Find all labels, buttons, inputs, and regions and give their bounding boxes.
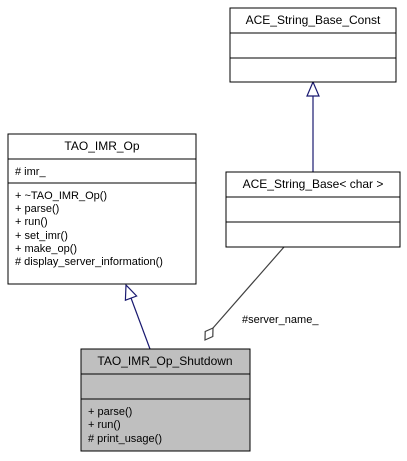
class-box-imr-op: TAO_IMR_Op # imr_ + ~TAO_IMR_Op() + pars… (7, 133, 197, 285)
class-box-imr-op-shutdown: TAO_IMR_Op_Shutdown + parse() + run() # … (80, 348, 251, 452)
class-box-frame (225, 171, 401, 248)
class-name: TAO_IMR_Op (64, 139, 139, 153)
aggregation-diamond (204, 327, 214, 341)
generalization-imr-op-shutdown (124, 283, 151, 350)
aggregation-line (212, 246, 285, 329)
class-name: ACE_String_Base_Const (246, 13, 381, 27)
class-box-frame (80, 348, 251, 452)
class-name: TAO_IMR_Op_Shutdown (97, 354, 232, 368)
class-box-string-base: ACE_String_Base< char > (225, 171, 401, 248)
operation-parse: + parse() (88, 406, 132, 418)
generalization-arrowhead (124, 283, 138, 302)
attribute-imr: # imr_ (15, 166, 46, 178)
operation-run: + run() (88, 419, 121, 431)
class-box-string-base-const: ACE_String_Base_Const (229, 7, 397, 83)
operation-display-server-information: # display_server_information() (15, 256, 163, 268)
class-box-frame (229, 7, 397, 83)
operation-print-usage: # print_usage() (88, 433, 162, 445)
operation-destructor: + ~TAO_IMR_Op() (15, 190, 107, 202)
generalization-arrowhead (306, 80, 320, 97)
aggregation-label: #server_name_ (242, 314, 319, 326)
operation-parse: + parse() (15, 203, 59, 215)
generalization-line (130, 297, 151, 350)
operation-run: + run() (15, 216, 48, 228)
aggregation-server-name: #server_name_ (204, 246, 319, 341)
operation-make-op: + make_op() (15, 243, 77, 255)
generalization-string-base (306, 80, 320, 172)
operation-set-imr: + set_imr() (15, 230, 68, 242)
class-name: ACE_String_Base< char > (243, 177, 384, 191)
